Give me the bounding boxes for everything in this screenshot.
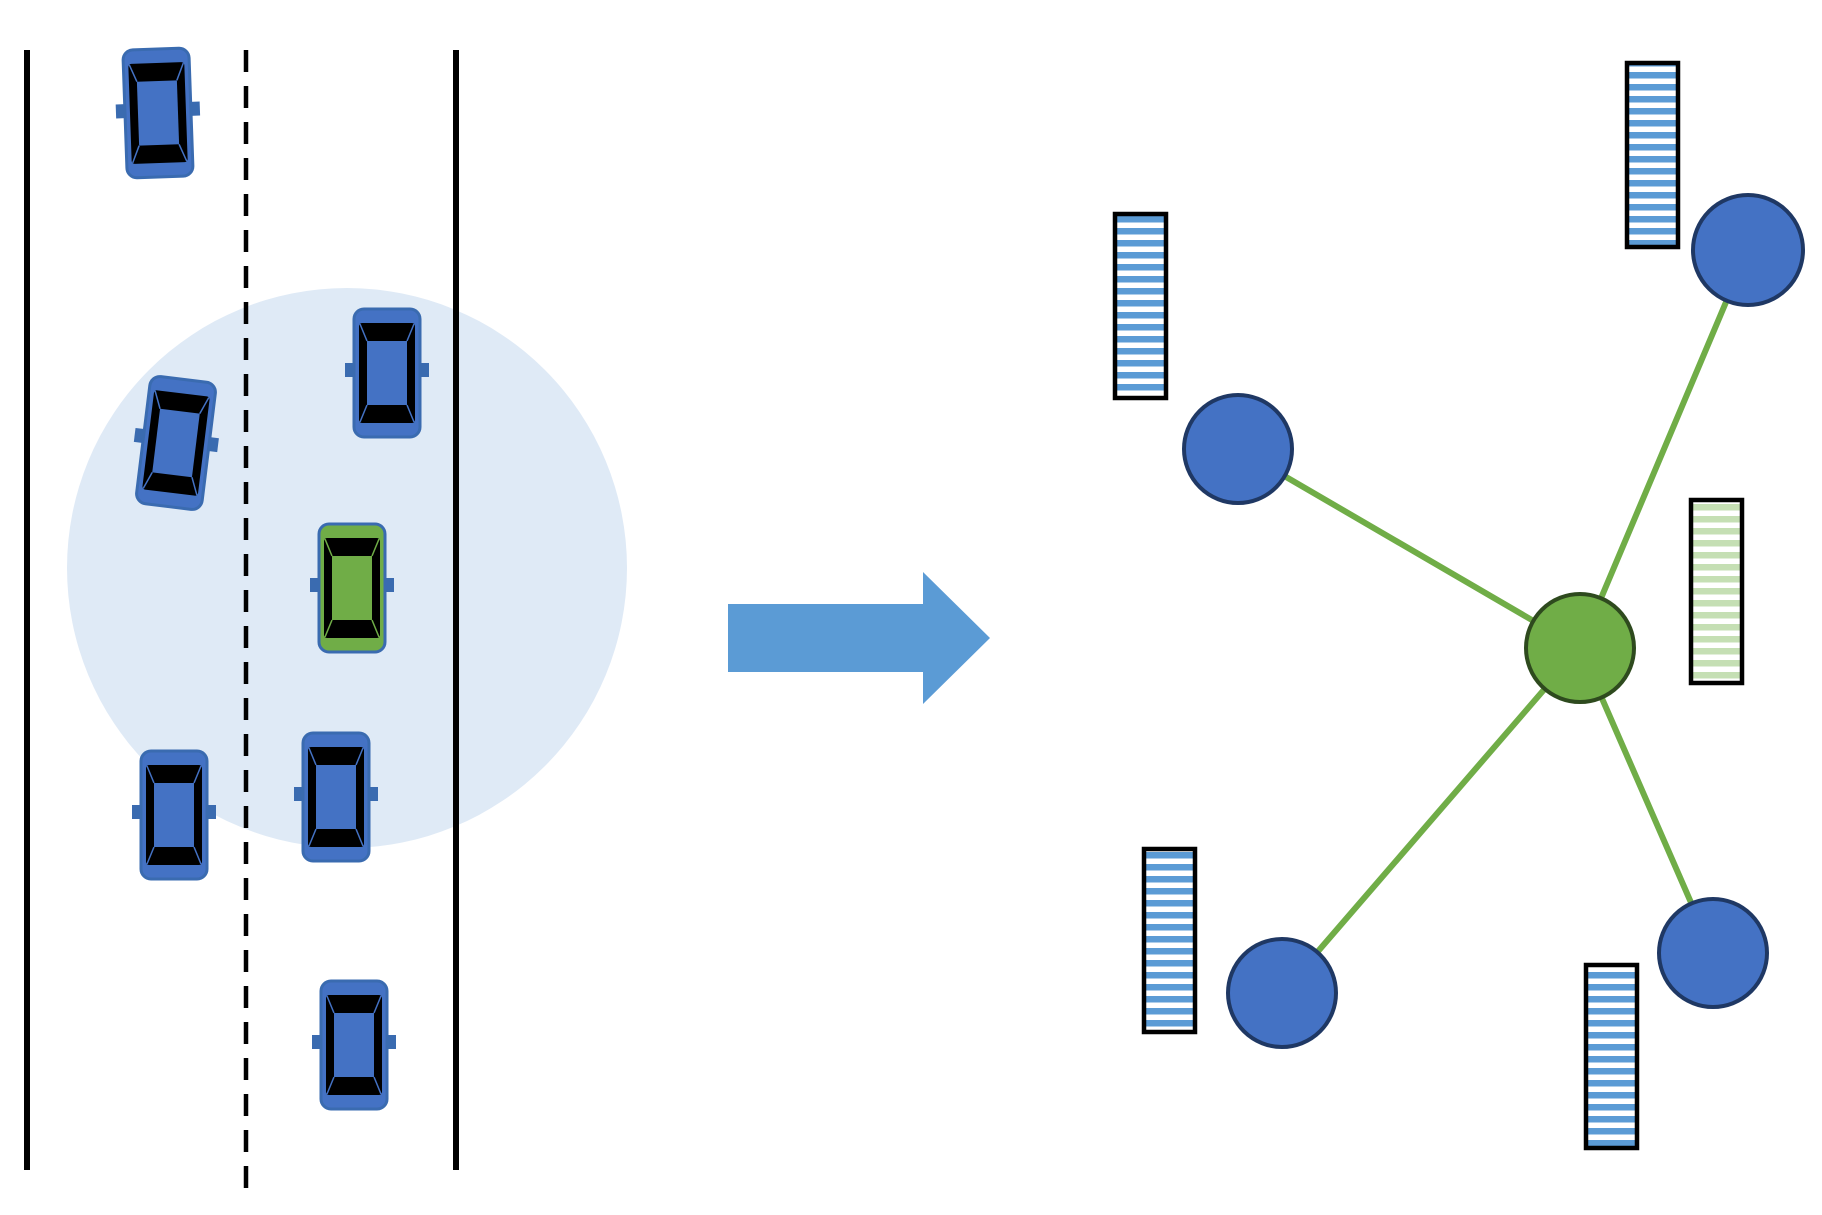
car-pillar-line <box>193 846 202 865</box>
car-roof <box>316 765 356 829</box>
car-roof <box>152 408 200 478</box>
vehicle-car-icon <box>345 307 429 439</box>
car-pillar-line <box>359 323 368 342</box>
car-pillar-line <box>308 828 317 847</box>
graph-edge <box>1577 247 1751 651</box>
car-pillar-line <box>128 64 138 83</box>
graph <box>1112 60 1805 1151</box>
feature-vector-blue <box>1583 962 1640 1151</box>
neighbor-node <box>1657 897 1769 1009</box>
car-pillar-line <box>176 62 184 81</box>
car-roof <box>367 341 407 405</box>
car-pillar-line <box>359 404 368 423</box>
car-pillar-line <box>326 1076 335 1095</box>
car-pillar-line <box>373 995 382 1014</box>
ego-vehicle-car-icon <box>310 522 394 654</box>
vehicle-car-icon <box>312 979 396 1111</box>
car-pillar-line <box>373 1076 382 1095</box>
neighbor-node <box>1226 937 1338 1049</box>
car-pillar-line <box>308 747 317 766</box>
vehicle-car-icon <box>294 731 378 863</box>
car-roof <box>332 556 372 620</box>
car-pillar-line <box>132 145 140 164</box>
car-pillar-line <box>146 765 155 784</box>
car-pillar-line <box>154 390 161 410</box>
feature-vector-blue <box>1624 60 1681 250</box>
car-pillar-line <box>371 538 380 557</box>
feature-vector-blue <box>1141 846 1198 1035</box>
feature-vector-blue <box>1112 211 1169 401</box>
neighbor-node <box>1691 193 1805 307</box>
graph-edge <box>1235 446 1583 651</box>
car-pillar-line <box>193 765 202 784</box>
feature-vector-green <box>1688 497 1745 686</box>
feature-vectors <box>1112 60 1745 1151</box>
car-pillar-line <box>406 323 415 342</box>
graph-edges <box>1235 247 1751 996</box>
car-pillar-line <box>324 538 333 557</box>
car-roof <box>136 80 180 146</box>
vehicle-car-icon <box>132 749 216 881</box>
transform-arrow <box>728 572 990 704</box>
vehicle-car-icon <box>133 375 219 511</box>
vehicle-car-icon <box>115 46 201 180</box>
center-node <box>1524 592 1636 704</box>
car-roof <box>154 783 194 847</box>
graph-edge <box>1279 645 1583 996</box>
car-pillar-line <box>324 619 333 638</box>
car-pillar-line <box>406 404 415 423</box>
car-pillar-line <box>142 471 153 489</box>
car-roof <box>334 1013 374 1077</box>
car-pillar-line <box>178 143 188 162</box>
vehicle-group <box>115 46 429 1111</box>
car-pillar-line <box>355 747 364 766</box>
neighbor-node <box>1182 393 1294 505</box>
car-pillar-line <box>326 995 335 1014</box>
graph-nodes <box>1182 193 1805 1049</box>
car-pillar-line <box>355 828 364 847</box>
car-pillar-line <box>199 397 210 415</box>
car-pillar-line <box>146 846 155 865</box>
car-pillar-line <box>191 476 198 496</box>
car-pillar-line <box>371 619 380 638</box>
road-scene <box>24 46 627 1190</box>
